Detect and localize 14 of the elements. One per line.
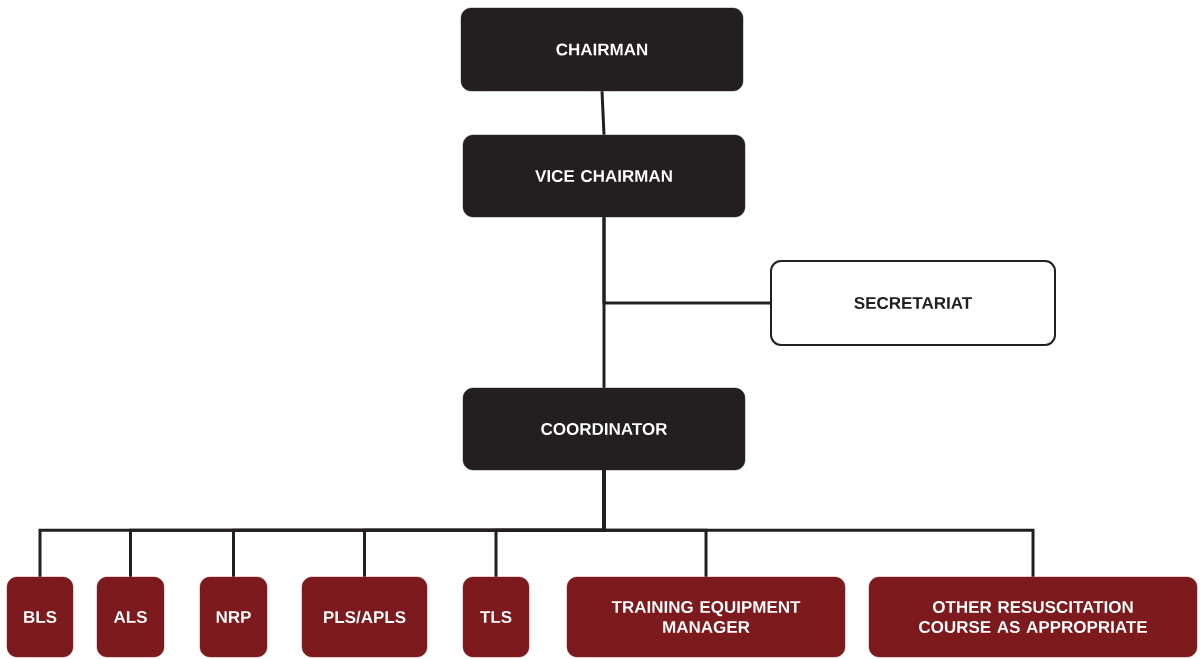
lead-box: CHAIRMAN [460,7,744,92]
lead-box: COORDINATOR [462,387,746,471]
connector-line [600,91,606,135]
connector-line [602,470,1035,577]
support-box: SECRETARIAT [770,260,1056,346]
unit-box: TRAINING EQUIPMENT MANAGER [566,576,846,658]
unit-box: BLS [6,576,74,658]
unit-box: TLS [462,576,530,658]
connector-line [602,217,770,305]
unit-box: OTHER RESUSCITATION COURSE AS APPROPRIATE [868,576,1198,658]
unit-box: PLS/APLS [301,576,428,658]
unit-box: ALS [96,576,165,658]
lead-box: VICE CHAIRMAN [462,134,746,218]
unit-box: NRP [199,576,268,658]
